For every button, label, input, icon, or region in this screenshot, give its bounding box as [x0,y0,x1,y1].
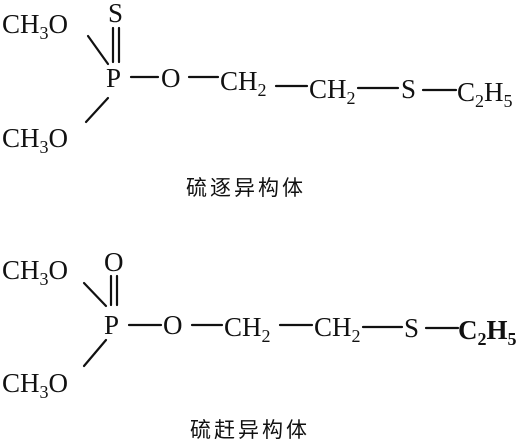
isomer-thiono: CH3O S P O CH2 CH2 S C2H5 CH3O [2,0,513,157]
thioether-sulfur: S [404,313,419,343]
thioether-sulfur: S [401,74,416,104]
bond-p-methoxy-bottom [84,96,110,124]
methoxy-group-top: CH3O [2,9,68,43]
methoxy-group-bottom: CH3O [2,123,68,157]
double-bonded-oxygen: O [104,247,124,277]
methylene-group-2: CH2 [309,74,356,108]
ethyl-group: C2H5 [457,77,513,111]
ester-oxygen-atom: O [161,63,181,93]
phosphorus-atom: P [104,310,119,340]
phosphorus-atom: P [106,63,121,93]
methylene-group-1: CH2 [220,66,267,100]
methoxy-group-top: CH3O [2,255,68,289]
double-bonded-sulfur: S [108,0,123,28]
bond-p-methoxy-bottom [82,338,108,368]
isomer-thiolo: CH3O O P O CH2 CH2 S C2H5 CH3O [2,247,517,402]
ester-oxygen-atom: O [163,310,183,340]
caption-thiono-isomer: 硫逐异构体 [186,176,306,200]
ethyl-group: C2H5 [458,315,517,349]
methoxy-group-bottom: CH3O [2,368,68,402]
bond-p-methoxy-top [82,281,108,308]
bond-p-methoxy-top [86,34,110,66]
methylene-group-1: CH2 [224,312,271,346]
methylene-group-2: CH2 [314,312,361,346]
caption-thiolo-isomer: 硫赶异构体 [190,418,310,442]
